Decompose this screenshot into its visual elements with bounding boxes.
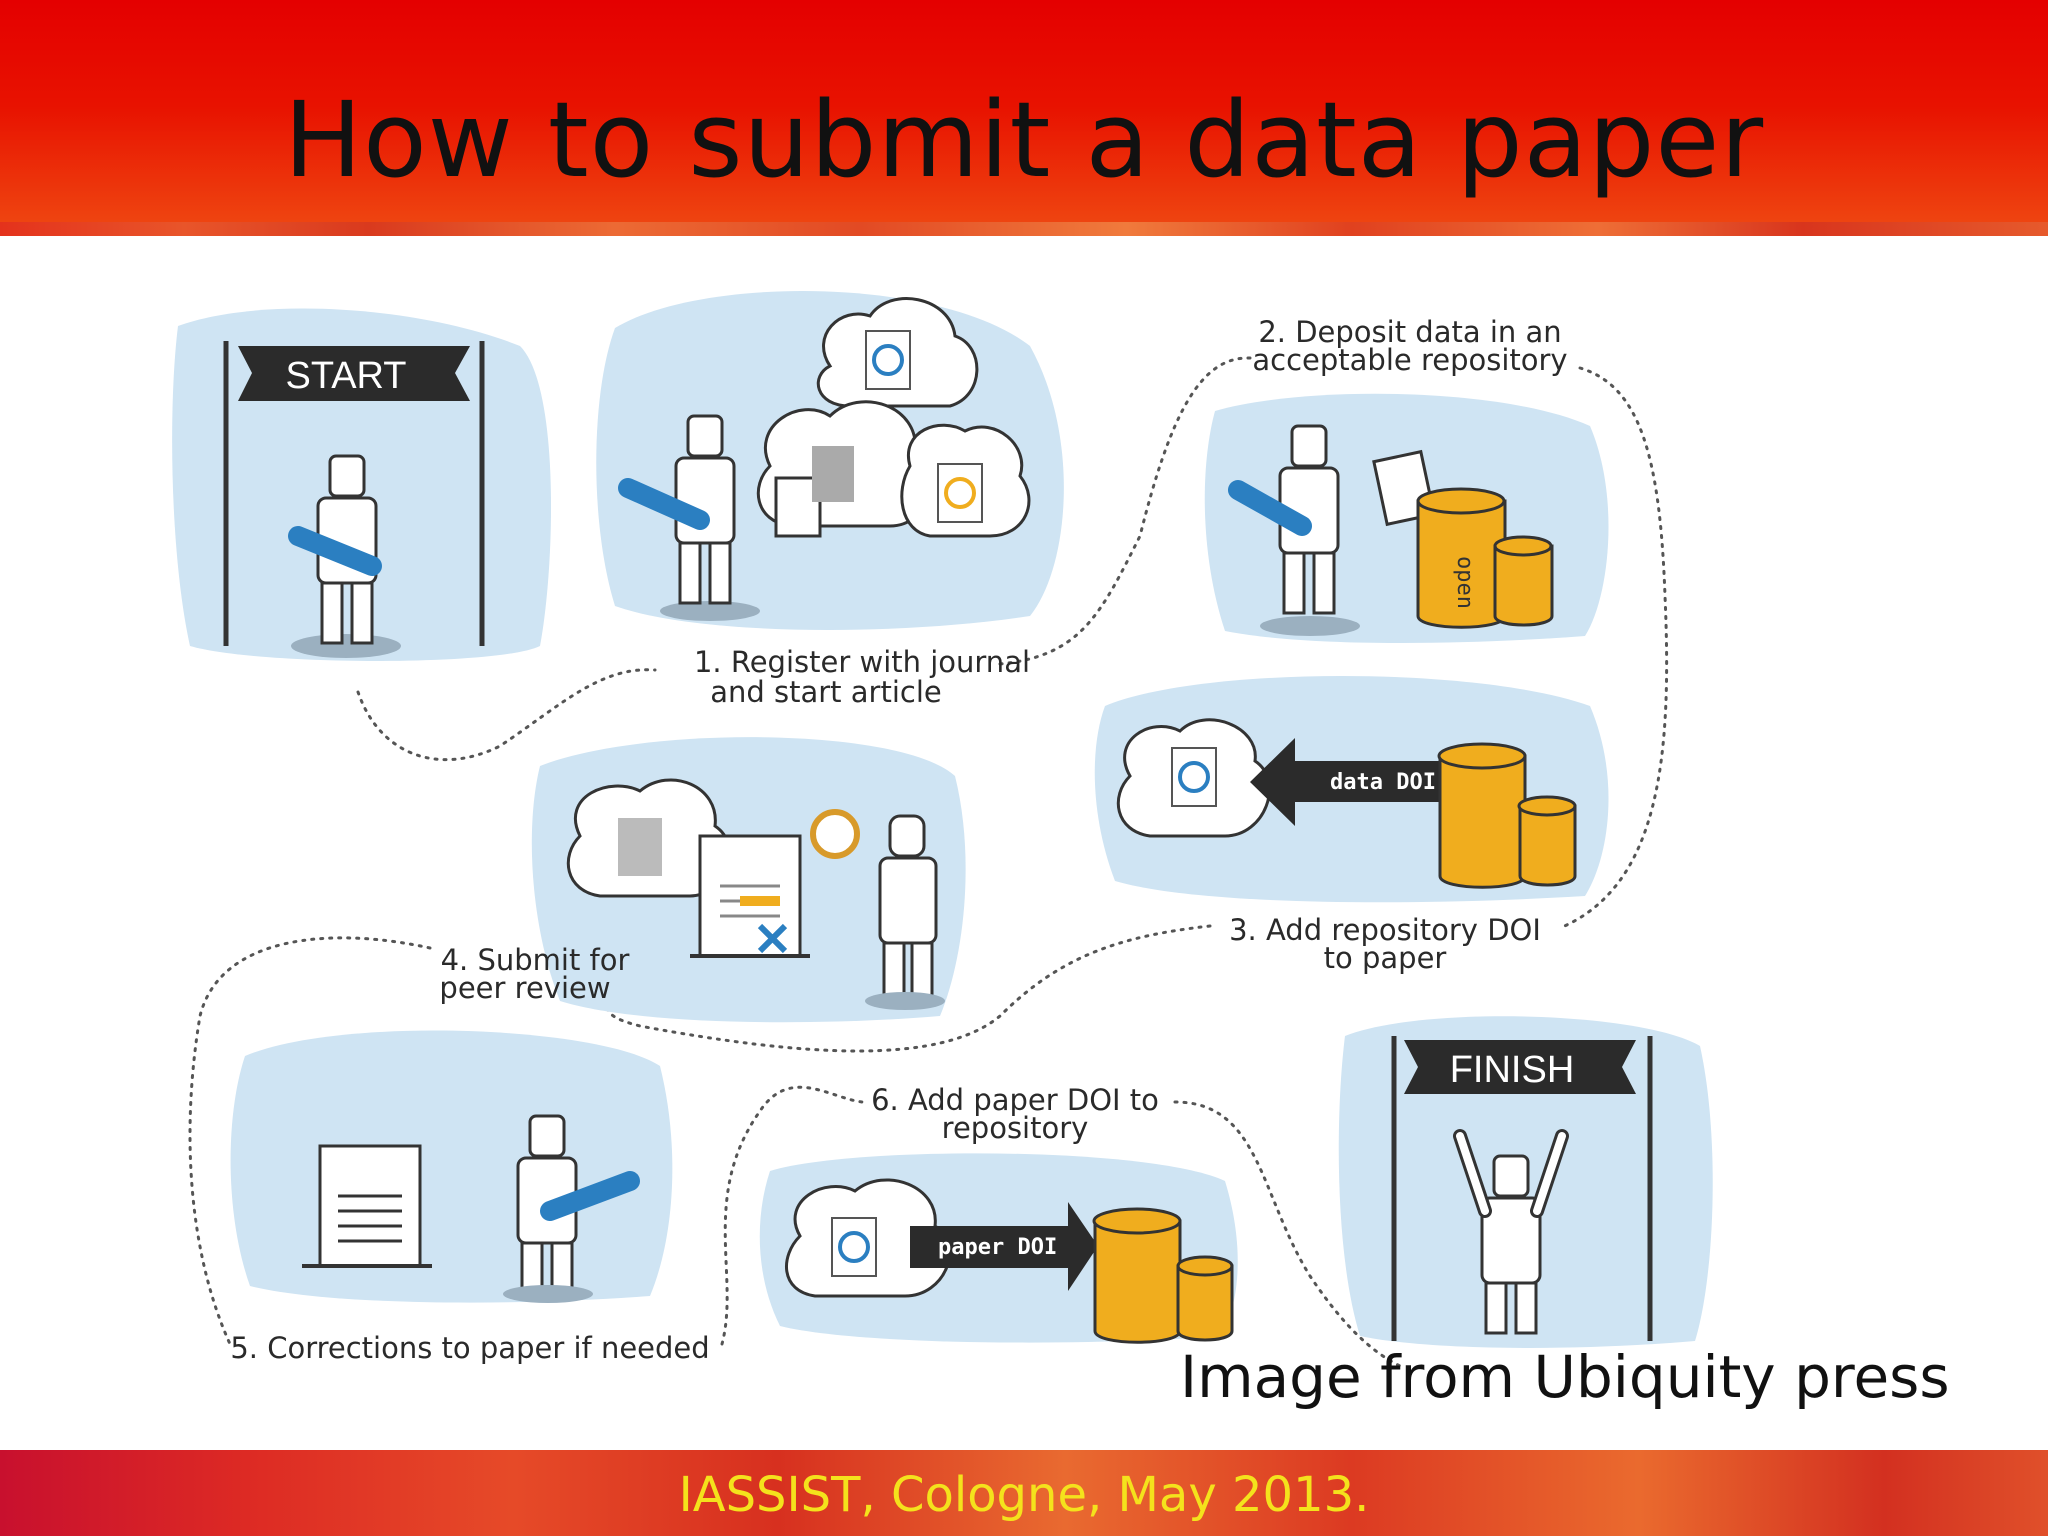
step1-label-line2: and start article [710,675,942,709]
celebrating-researcher-figure [1453,1129,1569,1335]
submission-flow-diagram: START 1. Register with journal an [172,291,1713,1368]
step4-panel [531,737,966,1023]
step6-label-line1: 6. Add paper DOI to [871,1083,1159,1117]
step3-label-line2: to paper [1324,941,1447,975]
image-credit: Image from Ubiquity press [1180,1343,1950,1411]
footer-bar [0,1450,2048,1536]
finish-panel: FINISH [1338,1016,1713,1348]
researcher-figure [288,454,382,645]
step2-label-line2: acceptable repository [1252,343,1567,377]
step2-label-line1: 2. Deposit data in an [1258,315,1561,349]
step3-label-line1: 3. Add repository DOI [1229,913,1541,947]
paper-doi-label: paper DOI [938,1235,1057,1260]
data-doi-label: data DOI [1330,770,1436,795]
step6-label-line2: repository [942,1111,1089,1145]
step4-label-line1: 4. Submit for [441,943,630,977]
step5-label: 5. Corrections to paper if needed [230,1331,709,1365]
start-sign: START [285,355,406,397]
step3-panel: data DOI [1094,676,1609,903]
start-panel: START [172,308,552,661]
step5-panel [230,1030,673,1303]
reviewer-figure [878,814,938,1000]
slide-title: How to submit a data paper [283,79,1765,201]
step2-panel: open [1204,393,1609,643]
data-doi-arrow [1250,738,1445,826]
step1-panel [596,291,1064,630]
researcher-figure [1228,424,1340,615]
finish-sign: FINISH [1450,1049,1575,1091]
open-can-label: open [1452,556,1477,609]
step6-panel: 6. Add paper DOI to repository paper DOI [759,1083,1238,1344]
step4-label-line2: peer review [439,971,610,1005]
step1-label-line1: 1. Register with journal [694,645,1030,679]
title-bar [0,0,2048,236]
title-bar-strip [0,222,2048,236]
footer-text: IASSIST, Cologne, May 2013. [678,1467,1370,1523]
paper-doi-arrow [910,1202,1098,1291]
researcher-figure [618,414,736,605]
flow-path [188,356,1669,1368]
